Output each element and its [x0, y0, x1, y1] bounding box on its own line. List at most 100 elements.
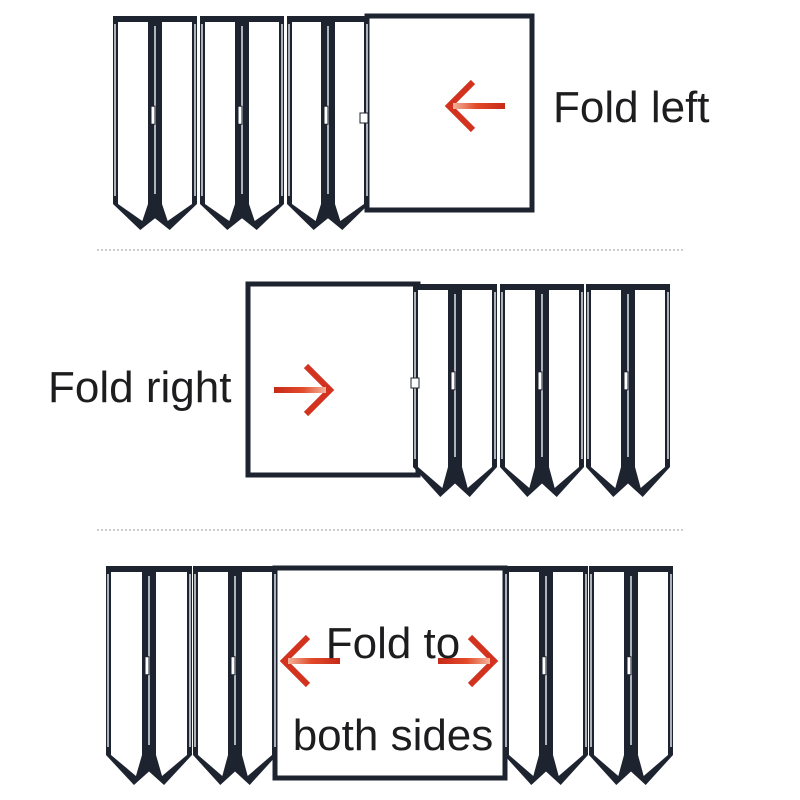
glass-pane-bottom — [418, 467, 448, 488]
glass-pane-bottom — [509, 755, 539, 776]
fold-left-label: Fold left — [553, 83, 710, 132]
door-handle-icon — [623, 371, 629, 391]
arrow-left-icon — [279, 634, 340, 688]
fold-left-section — [113, 13, 535, 230]
glass-pane-bottom — [635, 467, 665, 488]
arrow-right-icon — [438, 634, 499, 688]
edge-highlight — [194, 24, 196, 196]
glass-pane-bottom — [549, 467, 579, 488]
glass-pane — [635, 290, 665, 467]
arrow-head — [444, 79, 476, 133]
glass-pane-bottom — [198, 755, 228, 776]
glass-pane — [418, 290, 448, 467]
folded-leaf-pair — [500, 284, 584, 497]
glass-pane-bottom — [335, 204, 364, 221]
fold-both-section — [106, 565, 673, 785]
edge-highlight — [494, 292, 496, 459]
glass-pane-bottom — [111, 755, 142, 776]
glass-pane — [156, 572, 187, 755]
glass-pane-bottom — [594, 755, 624, 776]
glass-pane-bottom — [156, 755, 187, 776]
glass-pane — [505, 290, 535, 467]
fold-right-label: Fold right — [48, 363, 232, 412]
arrow-shaft — [438, 658, 490, 664]
edge-highlight — [505, 574, 507, 747]
glass-pane — [509, 572, 539, 755]
door-handle-icon — [323, 105, 329, 125]
edge-highlight — [201, 24, 203, 196]
arrow-shaft — [288, 658, 340, 664]
door-handle-icon — [237, 105, 243, 125]
folded-leaf-pair — [504, 566, 588, 785]
folded-leaf-pair — [586, 284, 670, 497]
glass-pane — [198, 572, 228, 755]
glass-pane — [335, 22, 364, 204]
door-handle-icon — [230, 656, 236, 676]
arrow-head — [279, 634, 311, 688]
glass-pane — [462, 290, 492, 467]
glass-pane-bottom — [591, 467, 621, 488]
door-handle-icon — [626, 656, 632, 676]
edge-highlight — [274, 574, 276, 747]
glass-pane-bottom — [638, 755, 668, 776]
arrow-right-icon — [274, 363, 335, 417]
edge-highlight — [114, 24, 116, 196]
glass-pane — [205, 22, 235, 204]
fold-both-label-line2: both sides — [292, 711, 494, 760]
door-handle-icon — [541, 656, 547, 676]
glass-pane — [111, 572, 142, 755]
open-door-frame — [364, 13, 535, 213]
glass-pane-bottom — [553, 755, 583, 776]
glass-pane-bottom — [462, 467, 492, 488]
edge-highlight — [189, 574, 191, 747]
edge-highlight — [281, 24, 283, 196]
folded-leaf-pair — [193, 566, 277, 785]
arrow-head — [303, 363, 335, 417]
glass-pane-bottom — [292, 204, 321, 221]
edge-highlight — [501, 292, 503, 459]
edge-highlight — [590, 574, 592, 747]
folded-leaf-pair — [113, 16, 197, 230]
fold-right-section — [245, 281, 670, 497]
glass-pane — [292, 22, 321, 204]
glass-pane-bottom — [249, 204, 279, 221]
fold-both-label: Fold to both sides — [290, 598, 496, 782]
glass-pane — [594, 572, 624, 755]
arrow-left-icon — [444, 79, 505, 133]
arrow-head — [467, 634, 499, 688]
glass-pane — [553, 572, 583, 755]
glass-pane — [549, 290, 579, 467]
glass-pane — [242, 572, 272, 755]
edge-highlight — [414, 292, 416, 459]
open-door-frame — [245, 281, 421, 478]
edge-highlight — [667, 292, 669, 459]
door-handle-icon — [537, 371, 543, 391]
fold-both-label-line1: Fold to — [325, 619, 461, 668]
glass-pane-bottom — [242, 755, 272, 776]
door-handle-icon — [144, 656, 150, 676]
glass-pane-bottom — [205, 204, 235, 221]
glass-pane-bottom — [162, 204, 192, 221]
arrow-shaft — [274, 387, 326, 393]
edge-highlight — [288, 24, 290, 196]
folded-leaf-pair — [413, 284, 497, 497]
glass-pane-bottom — [505, 467, 535, 488]
folded-leaf-pair — [589, 566, 673, 785]
folded-leaf-pair — [200, 16, 284, 230]
glass-pane — [249, 22, 279, 204]
glass-pane — [591, 290, 621, 467]
edge-highlight — [366, 24, 368, 196]
folded-leaf-pair — [106, 566, 192, 785]
edge-highlight — [587, 292, 589, 459]
glass-pane — [118, 22, 148, 204]
edge-highlight — [194, 574, 196, 747]
door-handle-icon — [410, 377, 420, 389]
arrow-shaft — [453, 103, 505, 109]
edge-highlight — [581, 292, 583, 459]
door-handle-icon — [450, 371, 456, 391]
door-handle-icon — [150, 105, 156, 125]
edge-highlight — [670, 574, 672, 747]
glass-pane — [162, 22, 192, 204]
glass-pane — [638, 572, 668, 755]
